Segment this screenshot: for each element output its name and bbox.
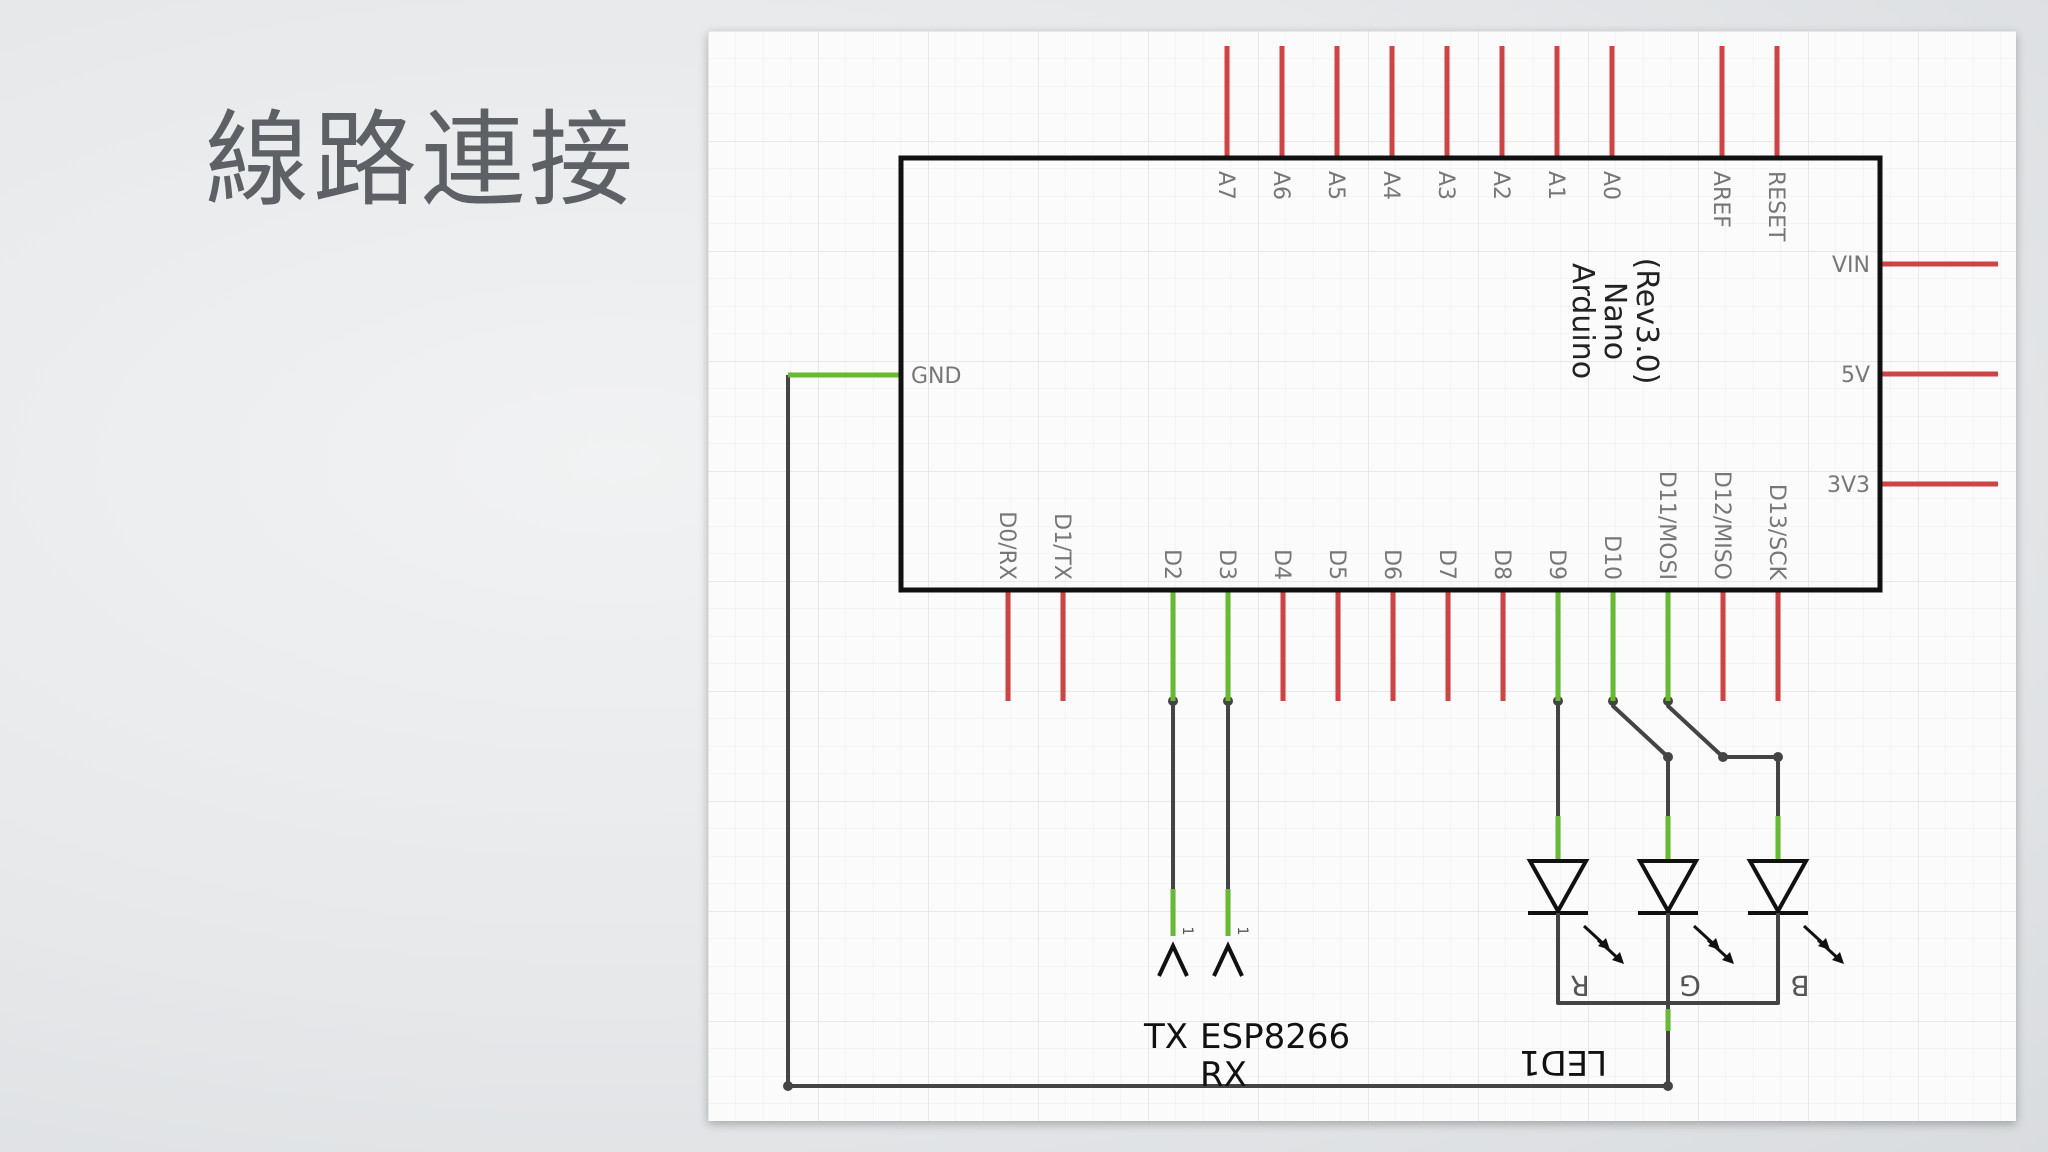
pin-label-d6: D6	[1379, 549, 1404, 580]
connector-pin-number-1: 1	[1179, 927, 1195, 936]
led-diode-2[interactable]	[1636, 859, 1734, 971]
connector-prong-1[interactable]	[1157, 941, 1189, 977]
pin-label-gnd: GND	[911, 364, 961, 389]
pin-label-d13-sck: D13/SCK	[1764, 484, 1789, 581]
slide-title: 線路連接	[205, 99, 638, 221]
diode-triangle-1	[1526, 859, 1590, 916]
led-channel-label-r: R	[1570, 969, 1589, 1002]
pin-label-3v3: 3V3	[1827, 473, 1870, 498]
pin-label-d8: D8	[1489, 549, 1514, 580]
diode-arrow-head-2-2	[1722, 952, 1734, 964]
board-name-line-1: Arduino	[1565, 263, 1600, 379]
pin-layer	[788, 46, 1998, 1031]
led-part-label: LED1	[1519, 1042, 1607, 1082]
pin-label-a1: A1	[1543, 171, 1568, 200]
diode-triangle-2	[1636, 859, 1700, 916]
pin-label-d9: D9	[1544, 549, 1569, 580]
pin-label-d11-mosi: D11/MOSI	[1654, 471, 1679, 580]
led-diode-1[interactable]	[1526, 859, 1624, 971]
pin-label-a2: A2	[1488, 171, 1513, 200]
board-name-line-2: Nano	[1597, 282, 1632, 360]
pin-label-d12-miso: D12/MISO	[1709, 471, 1734, 580]
pin-label-d4: D4	[1269, 549, 1294, 580]
pin-label-d1-tx: D1/TX	[1049, 513, 1074, 580]
pin-label-aref: AREF	[1708, 171, 1733, 228]
esp-name-label: ESP8266	[1200, 1017, 1350, 1057]
pin-label-5v: 5V	[1841, 363, 1870, 388]
pin-label-reset: RESET	[1763, 171, 1788, 242]
pin-label-d5: D5	[1324, 549, 1349, 580]
pin-label-d10: D10	[1599, 535, 1624, 580]
pin-label-a0: A0	[1598, 171, 1623, 200]
junction-d11-bend	[1718, 752, 1728, 762]
arduino-nano-board[interactable]	[898, 155, 1883, 593]
led-diode-3[interactable]	[1746, 859, 1844, 971]
esp-tx-label: TX	[1143, 1017, 1188, 1057]
pin-label-a4: A4	[1378, 171, 1403, 200]
diode-arrow-head-1-2	[1612, 952, 1624, 964]
junction-d11-corner	[1773, 752, 1783, 762]
pin-label-a6: A6	[1268, 171, 1293, 200]
connector-prong-2[interactable]	[1212, 941, 1244, 977]
diode-arrow-head-3-2	[1832, 952, 1844, 964]
pin-label-vin: VIN	[1832, 253, 1870, 278]
junction-d10-bend	[1663, 752, 1673, 762]
connector-pin-number-2: 1	[1234, 927, 1250, 936]
pin-label-a5: A5	[1323, 171, 1348, 200]
pin-label-d3: D3	[1214, 549, 1239, 580]
circuit-schematic: A7 A6 A5 A4 A3 A2 A1 A0 AREF RESET VIN 5V 3V3 GND D0/R…	[708, 31, 2016, 1121]
pin-label-d0-rx: D0/RX	[994, 511, 1019, 580]
junction-gnd-corner	[783, 1081, 793, 1091]
diode-triangle-3	[1746, 859, 1810, 916]
led-channel-label-b: B	[1790, 969, 1809, 1002]
grid-background	[708, 31, 2016, 1121]
pin-label-a3: A3	[1433, 171, 1458, 200]
led-channel-label-g: G	[1679, 969, 1701, 1002]
schematic-frame: A7 A6 A5 A4 A3 A2 A1 A0 AREF RESET VIN 5V 3V3 GND D0/R…	[708, 31, 2016, 1121]
esp-rx-label: RX	[1200, 1055, 1247, 1095]
pin-label-d2: D2	[1159, 549, 1184, 580]
pin-label-d7: D7	[1434, 549, 1459, 580]
pin-label-a7: A7	[1213, 171, 1238, 200]
label-layer: A7 A6 A5 A4 A3 A2 A1 A0 AREF RESET VIN 5V 3V3 GND D0/R…	[911, 171, 1870, 581]
board-name-line-3: (Rev3.0)	[1629, 258, 1664, 385]
